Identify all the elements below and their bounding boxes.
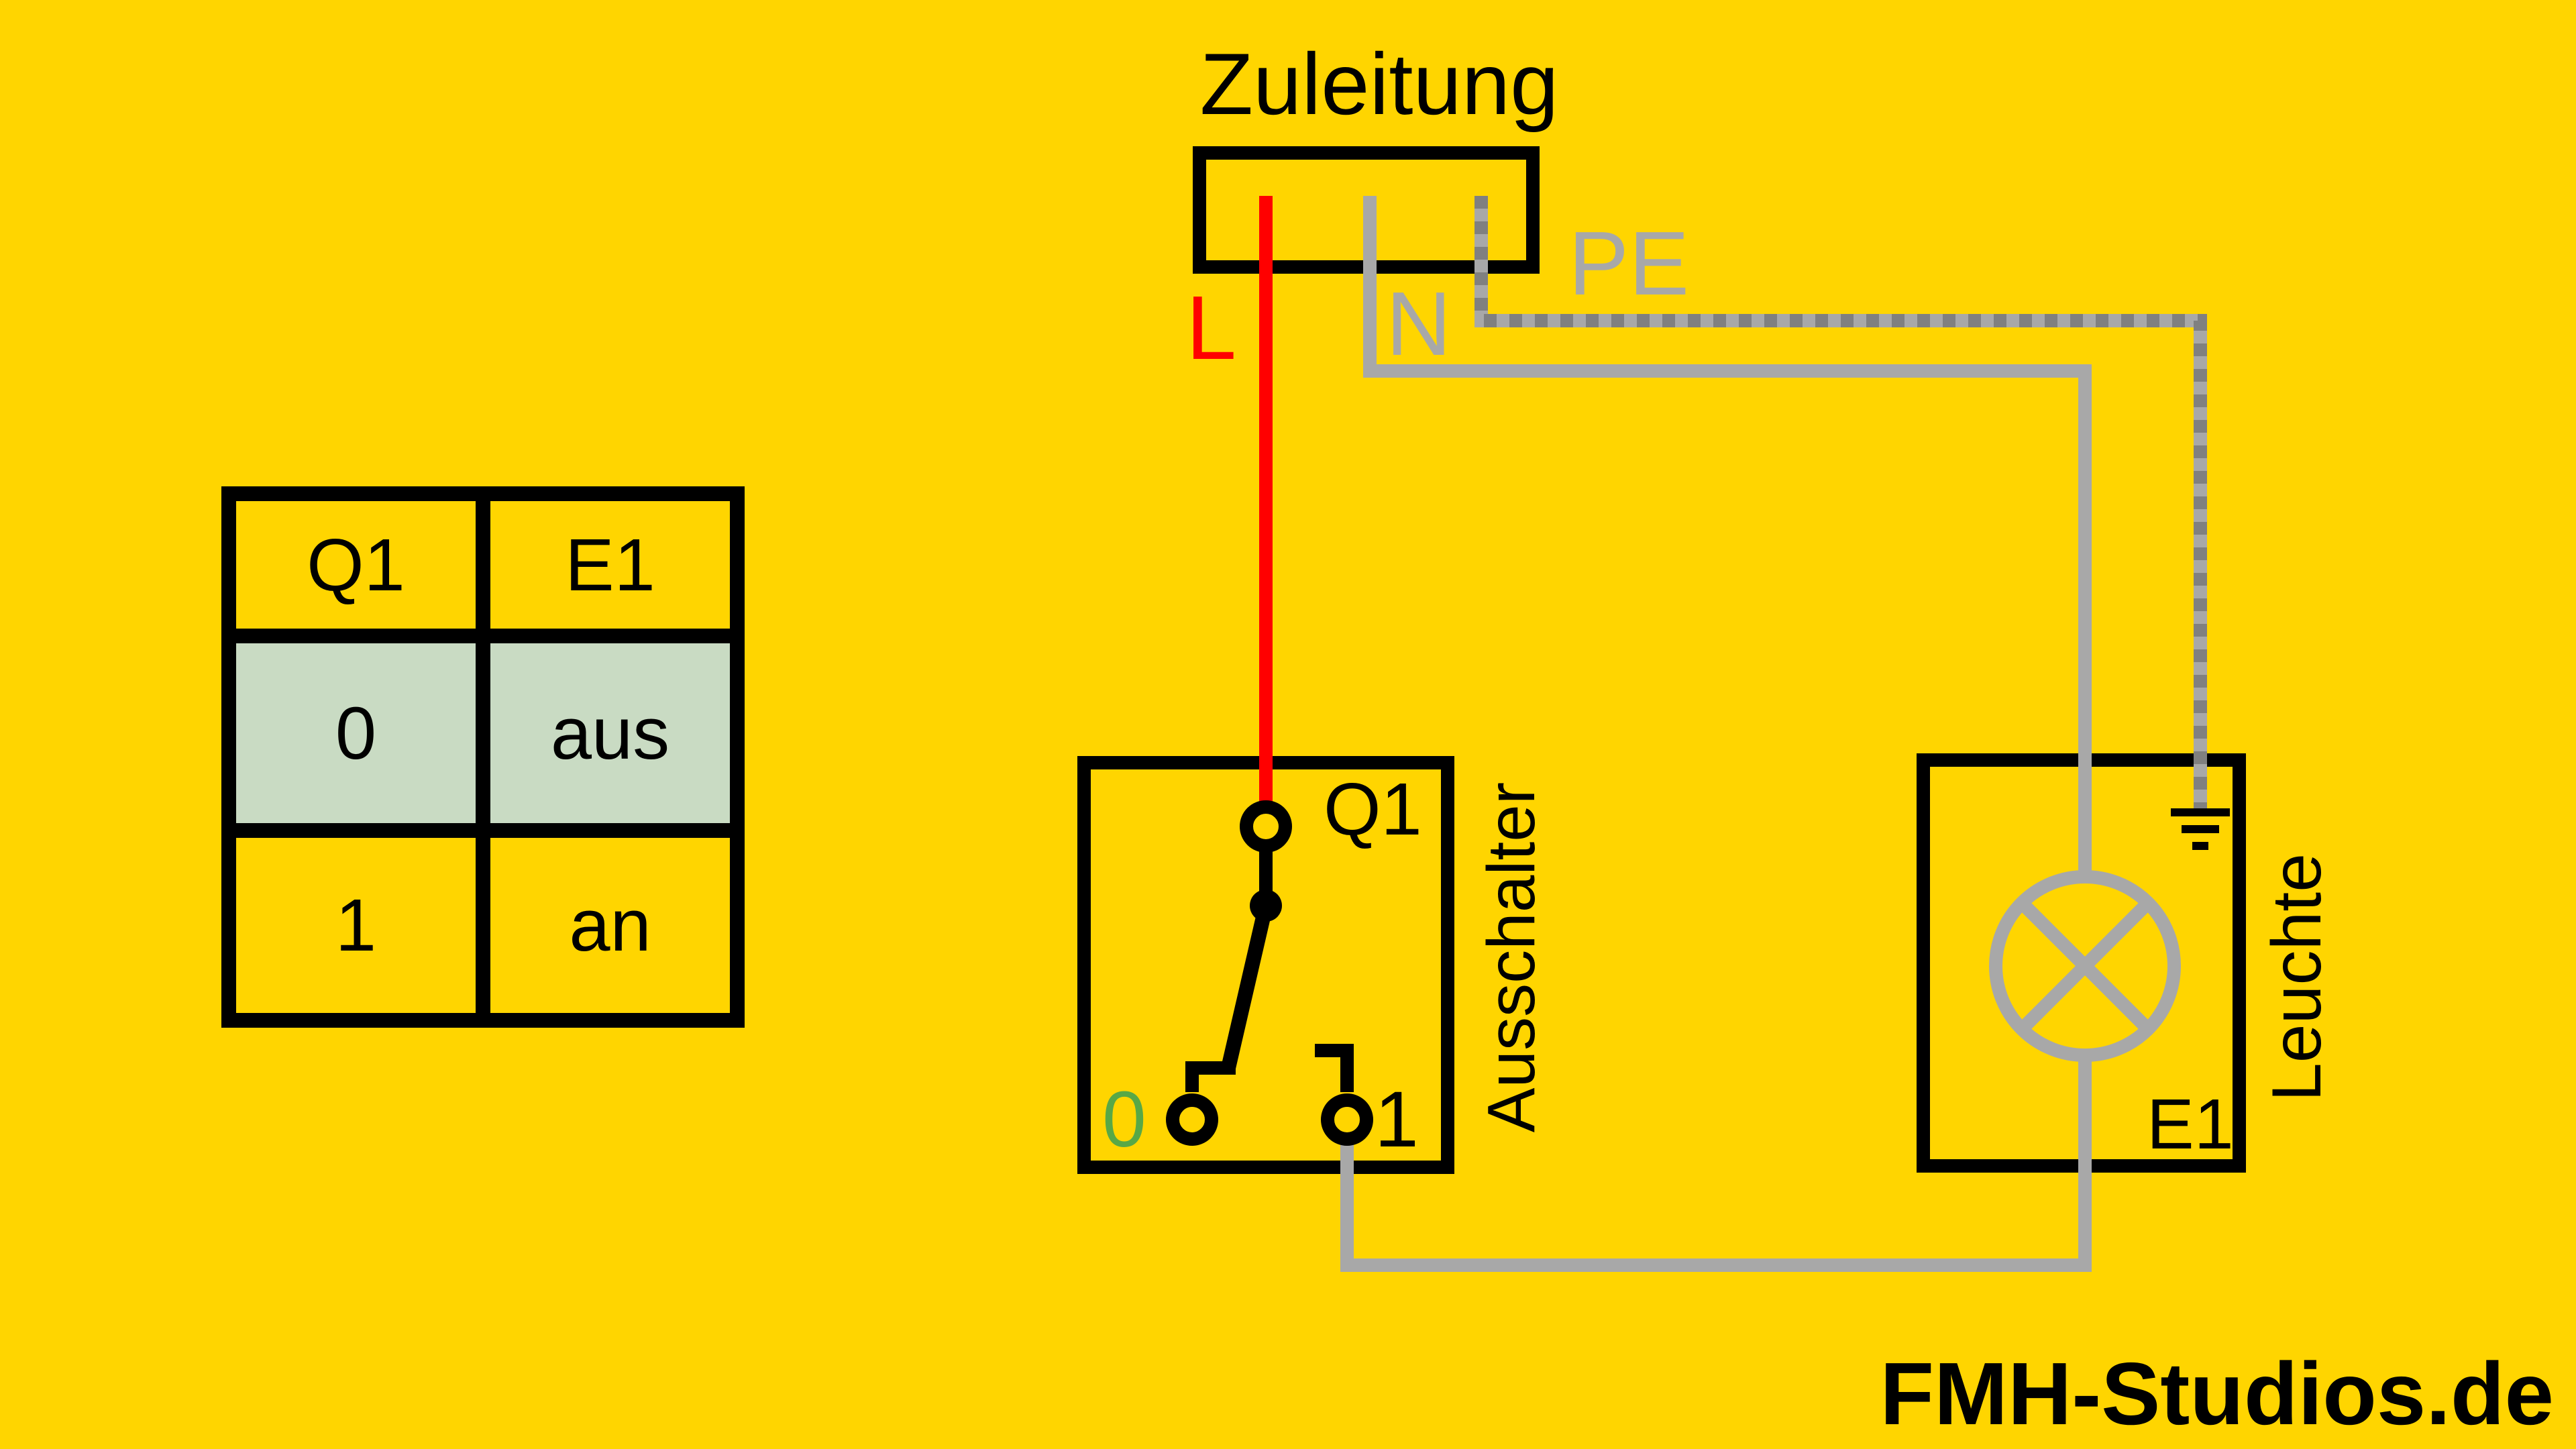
wire-pe-dashes bbox=[1474, 196, 2207, 810]
truth-table-header-q1: Q1 bbox=[221, 486, 490, 643]
wire-label-pe: PE bbox=[1568, 213, 1690, 314]
truth-table-cell-q1-0: 0 bbox=[221, 629, 490, 838]
switch-terminal-1 bbox=[1321, 1093, 1373, 1146]
truth-table-header-row: Q1 E1 bbox=[221, 486, 745, 643]
truth-table-row-off: 0 aus bbox=[221, 629, 745, 838]
wire-switched-line bbox=[1340, 1053, 2092, 1272]
lamp-name-vertical: Leuchte bbox=[2258, 853, 2336, 1102]
lamp-designation: E1 bbox=[2147, 1085, 2234, 1164]
switch-designation: Q1 bbox=[1324, 768, 1422, 851]
truth-table: Q1 E1 0 aus 1 an bbox=[221, 486, 745, 1028]
wire-label-n: N bbox=[1386, 273, 1452, 374]
switch-contact-0-link bbox=[1185, 1061, 1236, 1092]
truth-table-cell-e1-an: an bbox=[476, 823, 745, 1028]
switch-position-0-label: 0 bbox=[1102, 1075, 1146, 1164]
switch-terminal-top bbox=[1240, 800, 1292, 853]
supply-title: Zuleitung bbox=[1199, 35, 1559, 133]
wire-label-l: L bbox=[1186, 277, 1237, 378]
switch-contact-1-link bbox=[1315, 1044, 1354, 1092]
wire-n-neutral bbox=[1363, 196, 2092, 882]
lamp-cross-icon bbox=[2017, 898, 2153, 1034]
earth-ground-icon bbox=[2171, 808, 2230, 850]
switch-position-1-label: 1 bbox=[1375, 1075, 1419, 1164]
truth-table-header-e1: E1 bbox=[476, 486, 745, 643]
truth-table-row-on: 1 an bbox=[221, 823, 745, 1028]
lamp-circle-x-icon bbox=[1989, 870, 2181, 1062]
truth-table-cell-e1-aus: aus bbox=[476, 629, 745, 838]
switch-terminal-0 bbox=[1166, 1093, 1218, 1146]
switch-name-vertical: Ausschalter bbox=[1474, 782, 1549, 1133]
truth-table-cell-q1-1: 1 bbox=[221, 823, 490, 1028]
brand-watermark: FMH-Studios.de bbox=[1880, 1344, 2554, 1443]
switch-lever bbox=[1221, 904, 1273, 1070]
